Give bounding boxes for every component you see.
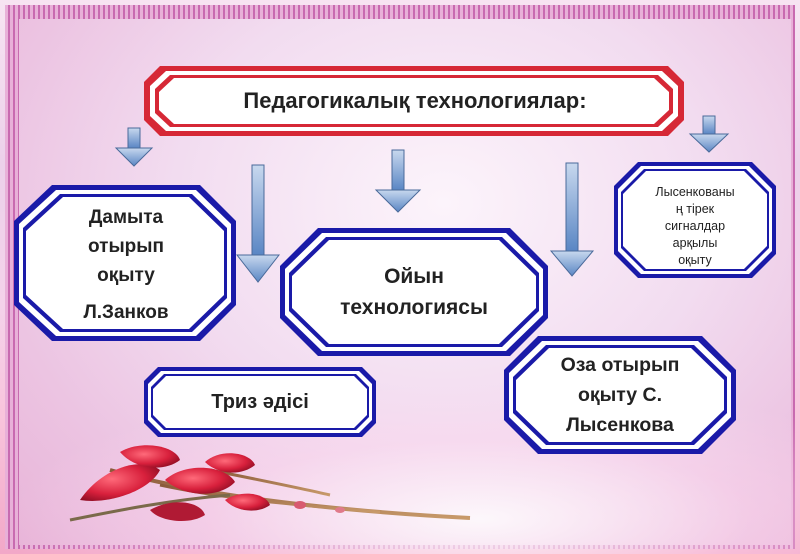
damyta-line1: Дамыта [88, 207, 164, 228]
arrow-to-damyta [114, 127, 154, 167]
damyta-box-shape [14, 185, 236, 341]
damyta-line3: оқыту [97, 265, 155, 286]
lysenko-signals-line5: оқыту [678, 253, 712, 267]
oiyn-line1: Ойын [384, 265, 444, 288]
title-box-shape [144, 66, 684, 136]
lysenko-signals-line3: сигналдар [664, 219, 726, 233]
lysenko-signals-line2: ң тірек [675, 202, 715, 216]
lysenko-signals-box: Лысенкованы ң тірек сигналдар арқылы оқы… [626, 176, 764, 288]
oza-box: Оза отырып оқыту С. Лысенкова [518, 350, 722, 440]
lysenko-signals-line4: арқылы [672, 236, 718, 250]
oza-line3: Лысенкова [566, 414, 674, 436]
flower-decoration [69, 445, 471, 522]
arrow-to-oiyn [374, 149, 422, 213]
triz-box-shape [144, 367, 376, 437]
damyta-box: Дамыта отырып оқыту Л.Занков [30, 200, 222, 330]
diagram-title: Педагогикалық технологиялар: [243, 88, 587, 113]
arrow-to-triz [235, 164, 281, 283]
oiyn-box-shape [280, 228, 548, 356]
oza-line1: Оза отырып [560, 354, 680, 376]
title-box: Педагогикалық технологиялар: [160, 78, 670, 124]
lysenko-signals-box-shape [614, 162, 776, 278]
damyta-line2: отырып [88, 236, 164, 257]
arrow-to-lysenko-signals [688, 115, 730, 153]
oza-line2: оқыту С. [577, 384, 663, 406]
triz-label: Триз әдісі [211, 390, 309, 413]
oiyn-line2: технологиясы [340, 296, 488, 319]
oiyn-box: Ойын технологиясы [294, 244, 534, 340]
arrow-to-oza [549, 162, 595, 277]
damyta-author: Л.Занков [83, 302, 169, 323]
lysenko-signals-line1: Лысенкованы [655, 185, 735, 199]
oza-box-shape [504, 336, 736, 454]
triz-box: Триз әдісі [156, 378, 364, 426]
